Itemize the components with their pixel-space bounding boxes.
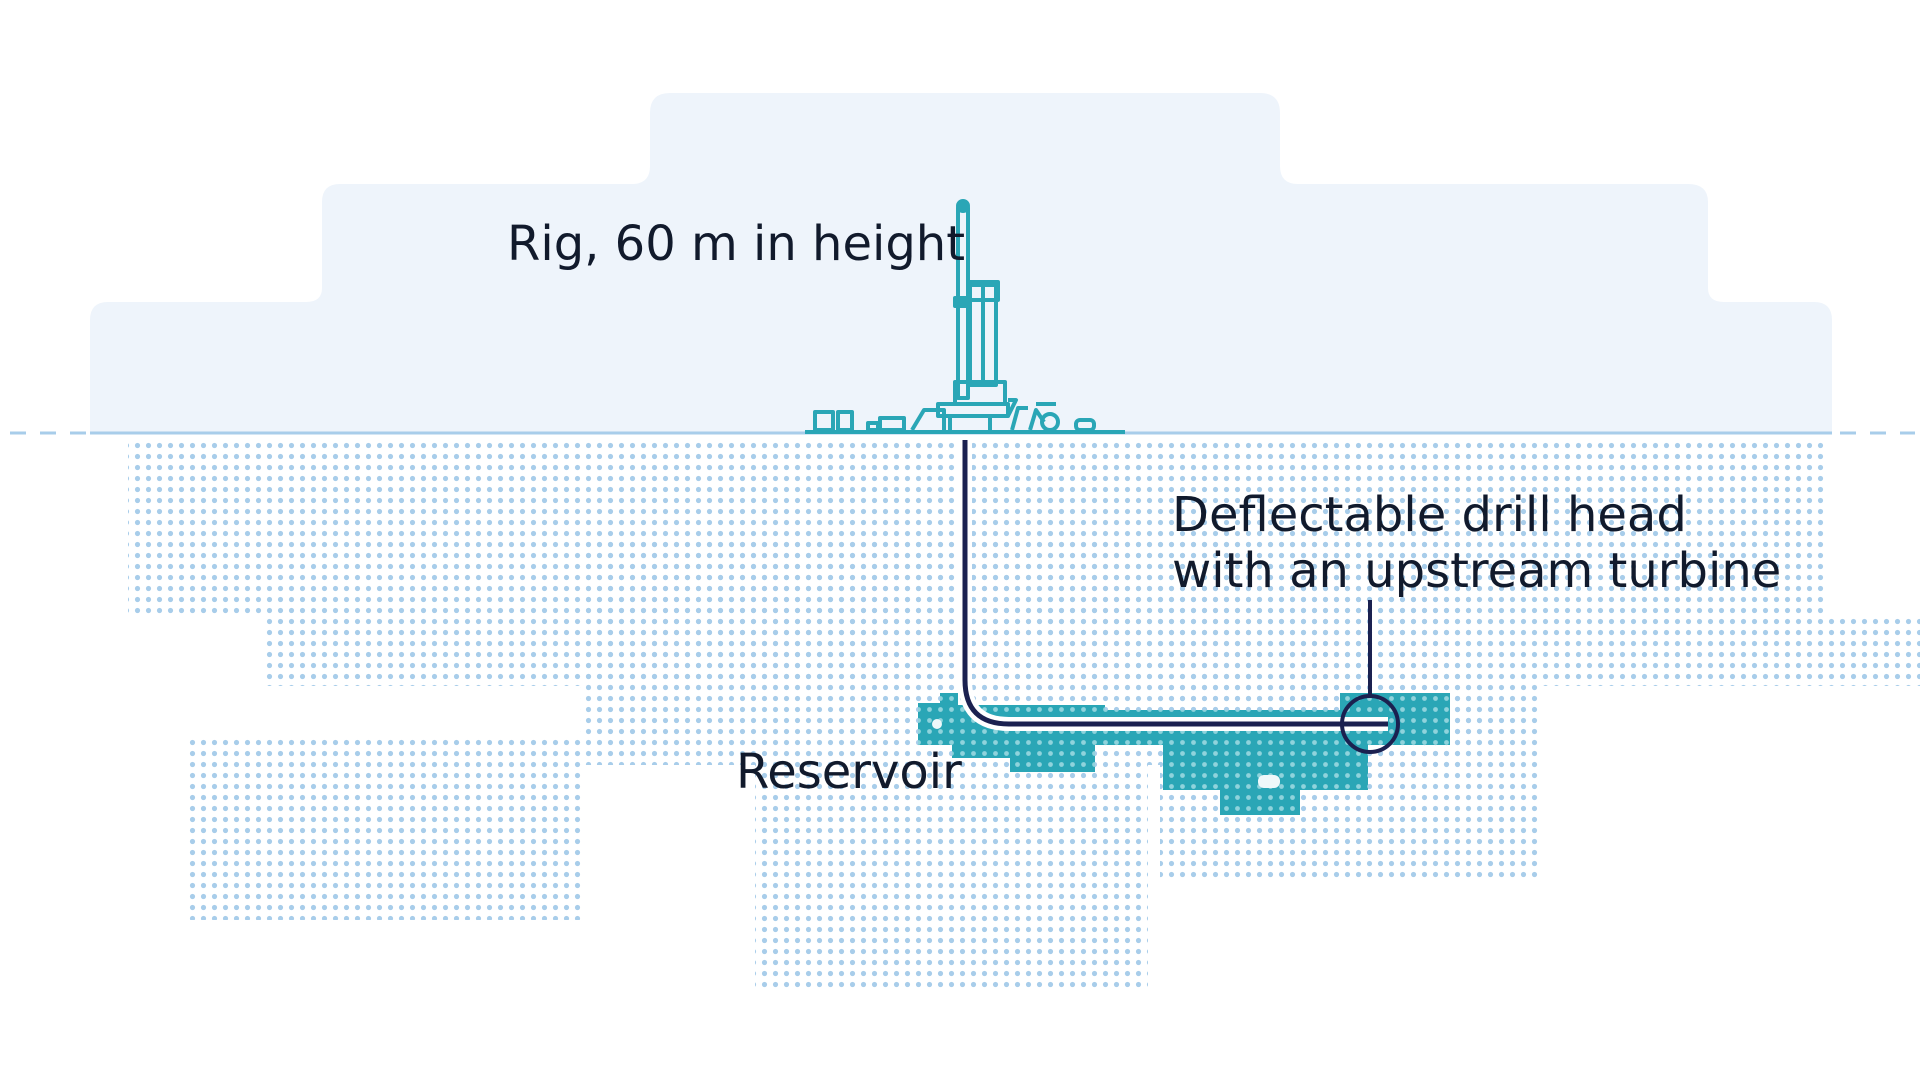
sky-silhouette — [90, 93, 1832, 432]
drill-pipe — [962, 440, 1388, 727]
drill-head-label-line1: Deflectable drill head — [1172, 487, 1687, 543]
drill-head-label-line2: with an upstream turbine — [1172, 543, 1782, 599]
rig-label: Rig, 60 m in height — [507, 216, 966, 272]
drilling-rig-icon — [805, 199, 1125, 434]
reservoir-label: Reservoir — [736, 744, 962, 800]
reservoir-pocket — [1258, 775, 1280, 788]
drill-head-label: Deflectable drill head with an upstream … — [1172, 487, 1781, 599]
reservoir-pocket — [932, 719, 942, 729]
